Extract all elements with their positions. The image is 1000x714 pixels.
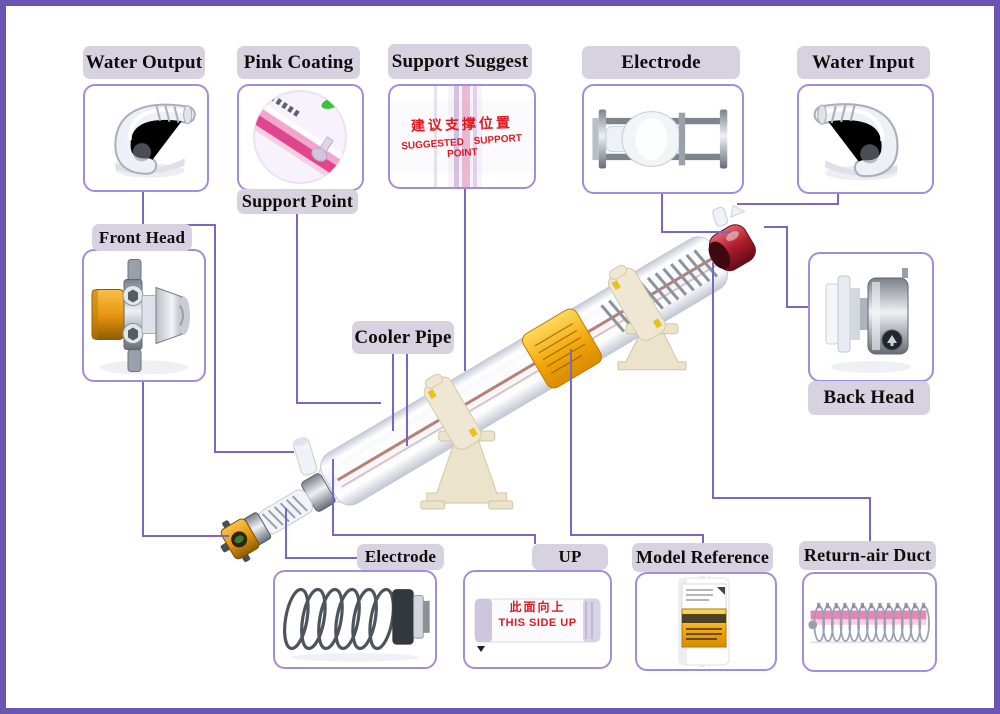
- line-water-input: [737, 190, 839, 205]
- photo-model-reference: [635, 572, 777, 671]
- line-model-reference: [570, 349, 704, 543]
- model-sticker-icon: [678, 576, 730, 667]
- label-back-head: Back Head: [808, 381, 930, 415]
- water-inlet-stub: [712, 206, 729, 227]
- label-cooler-pipe: Cooler Pipe: [352, 321, 454, 354]
- photo-back-head: [808, 252, 934, 382]
- electrode-spring-icon: [283, 587, 430, 662]
- back-head-icon: [825, 268, 911, 373]
- label-return-air-duct: Return-air Duct: [799, 541, 936, 570]
- label-model-reference: Model Reference: [632, 543, 773, 572]
- support-point-stub: [311, 136, 334, 162]
- up-cn-text: 此面向上: [509, 600, 566, 614]
- support-suggest-photo-bg: [390, 86, 534, 187]
- line-up: [332, 459, 536, 544]
- line-back-head: [764, 226, 808, 308]
- label-water-output: Water Output: [83, 46, 205, 79]
- photo-up: 此面向上 THIS SIDE UP: [463, 570, 612, 669]
- electrode-glass-icon: [592, 109, 728, 169]
- label-water-input: Water Input: [797, 46, 930, 79]
- label-pink-coating: Pink Coating: [237, 46, 360, 79]
- line-electrode-bottom: [285, 508, 357, 559]
- photo-water-output: [83, 84, 209, 192]
- label-front-head: Front Head: [92, 224, 192, 251]
- support-bracket-lower: [420, 373, 514, 510]
- line-return-air: [712, 262, 871, 541]
- photo-pink-coating: [237, 84, 364, 191]
- glass-tip-spike: [730, 204, 746, 219]
- red-cap: [708, 224, 756, 272]
- up-sticker-photo-bg: [474, 598, 601, 652]
- support-bracket-upper: [607, 264, 687, 371]
- label-electrode-top: Electrode: [582, 46, 740, 79]
- pink-coating-icon: [253, 90, 347, 184]
- line-electrode-top: [661, 190, 731, 233]
- line-water-output: [142, 190, 294, 453]
- return-air-coil-icon: [808, 602, 930, 644]
- label-support-suggest: Support Suggest: [388, 44, 532, 79]
- up-en-text: THIS SIDE UP: [498, 617, 577, 629]
- photo-support-suggest: 建议支撑位置 SUGGESTED SUPPORT POINT: [388, 84, 536, 189]
- water-nozzle-icon: [813, 103, 899, 181]
- line-front-head: [142, 378, 229, 537]
- label-electrode-bottom: Electrode: [357, 544, 444, 570]
- label-support-point: Support Point: [237, 189, 358, 214]
- gold-output-cap: [220, 518, 260, 563]
- model-sticker: [521, 308, 602, 389]
- label-up: UP: [532, 544, 608, 570]
- photo-electrode-top: [582, 84, 744, 194]
- photo-return-air-duct: [802, 572, 937, 672]
- photo-electrode-bottom: [273, 570, 437, 669]
- front-head-icon: [91, 259, 190, 375]
- water-outlet-nozzle: [292, 436, 318, 476]
- photo-water-input: [797, 84, 934, 194]
- water-nozzle-icon: [114, 103, 196, 178]
- photo-front-head: [82, 249, 206, 382]
- line-support-point: [296, 214, 381, 404]
